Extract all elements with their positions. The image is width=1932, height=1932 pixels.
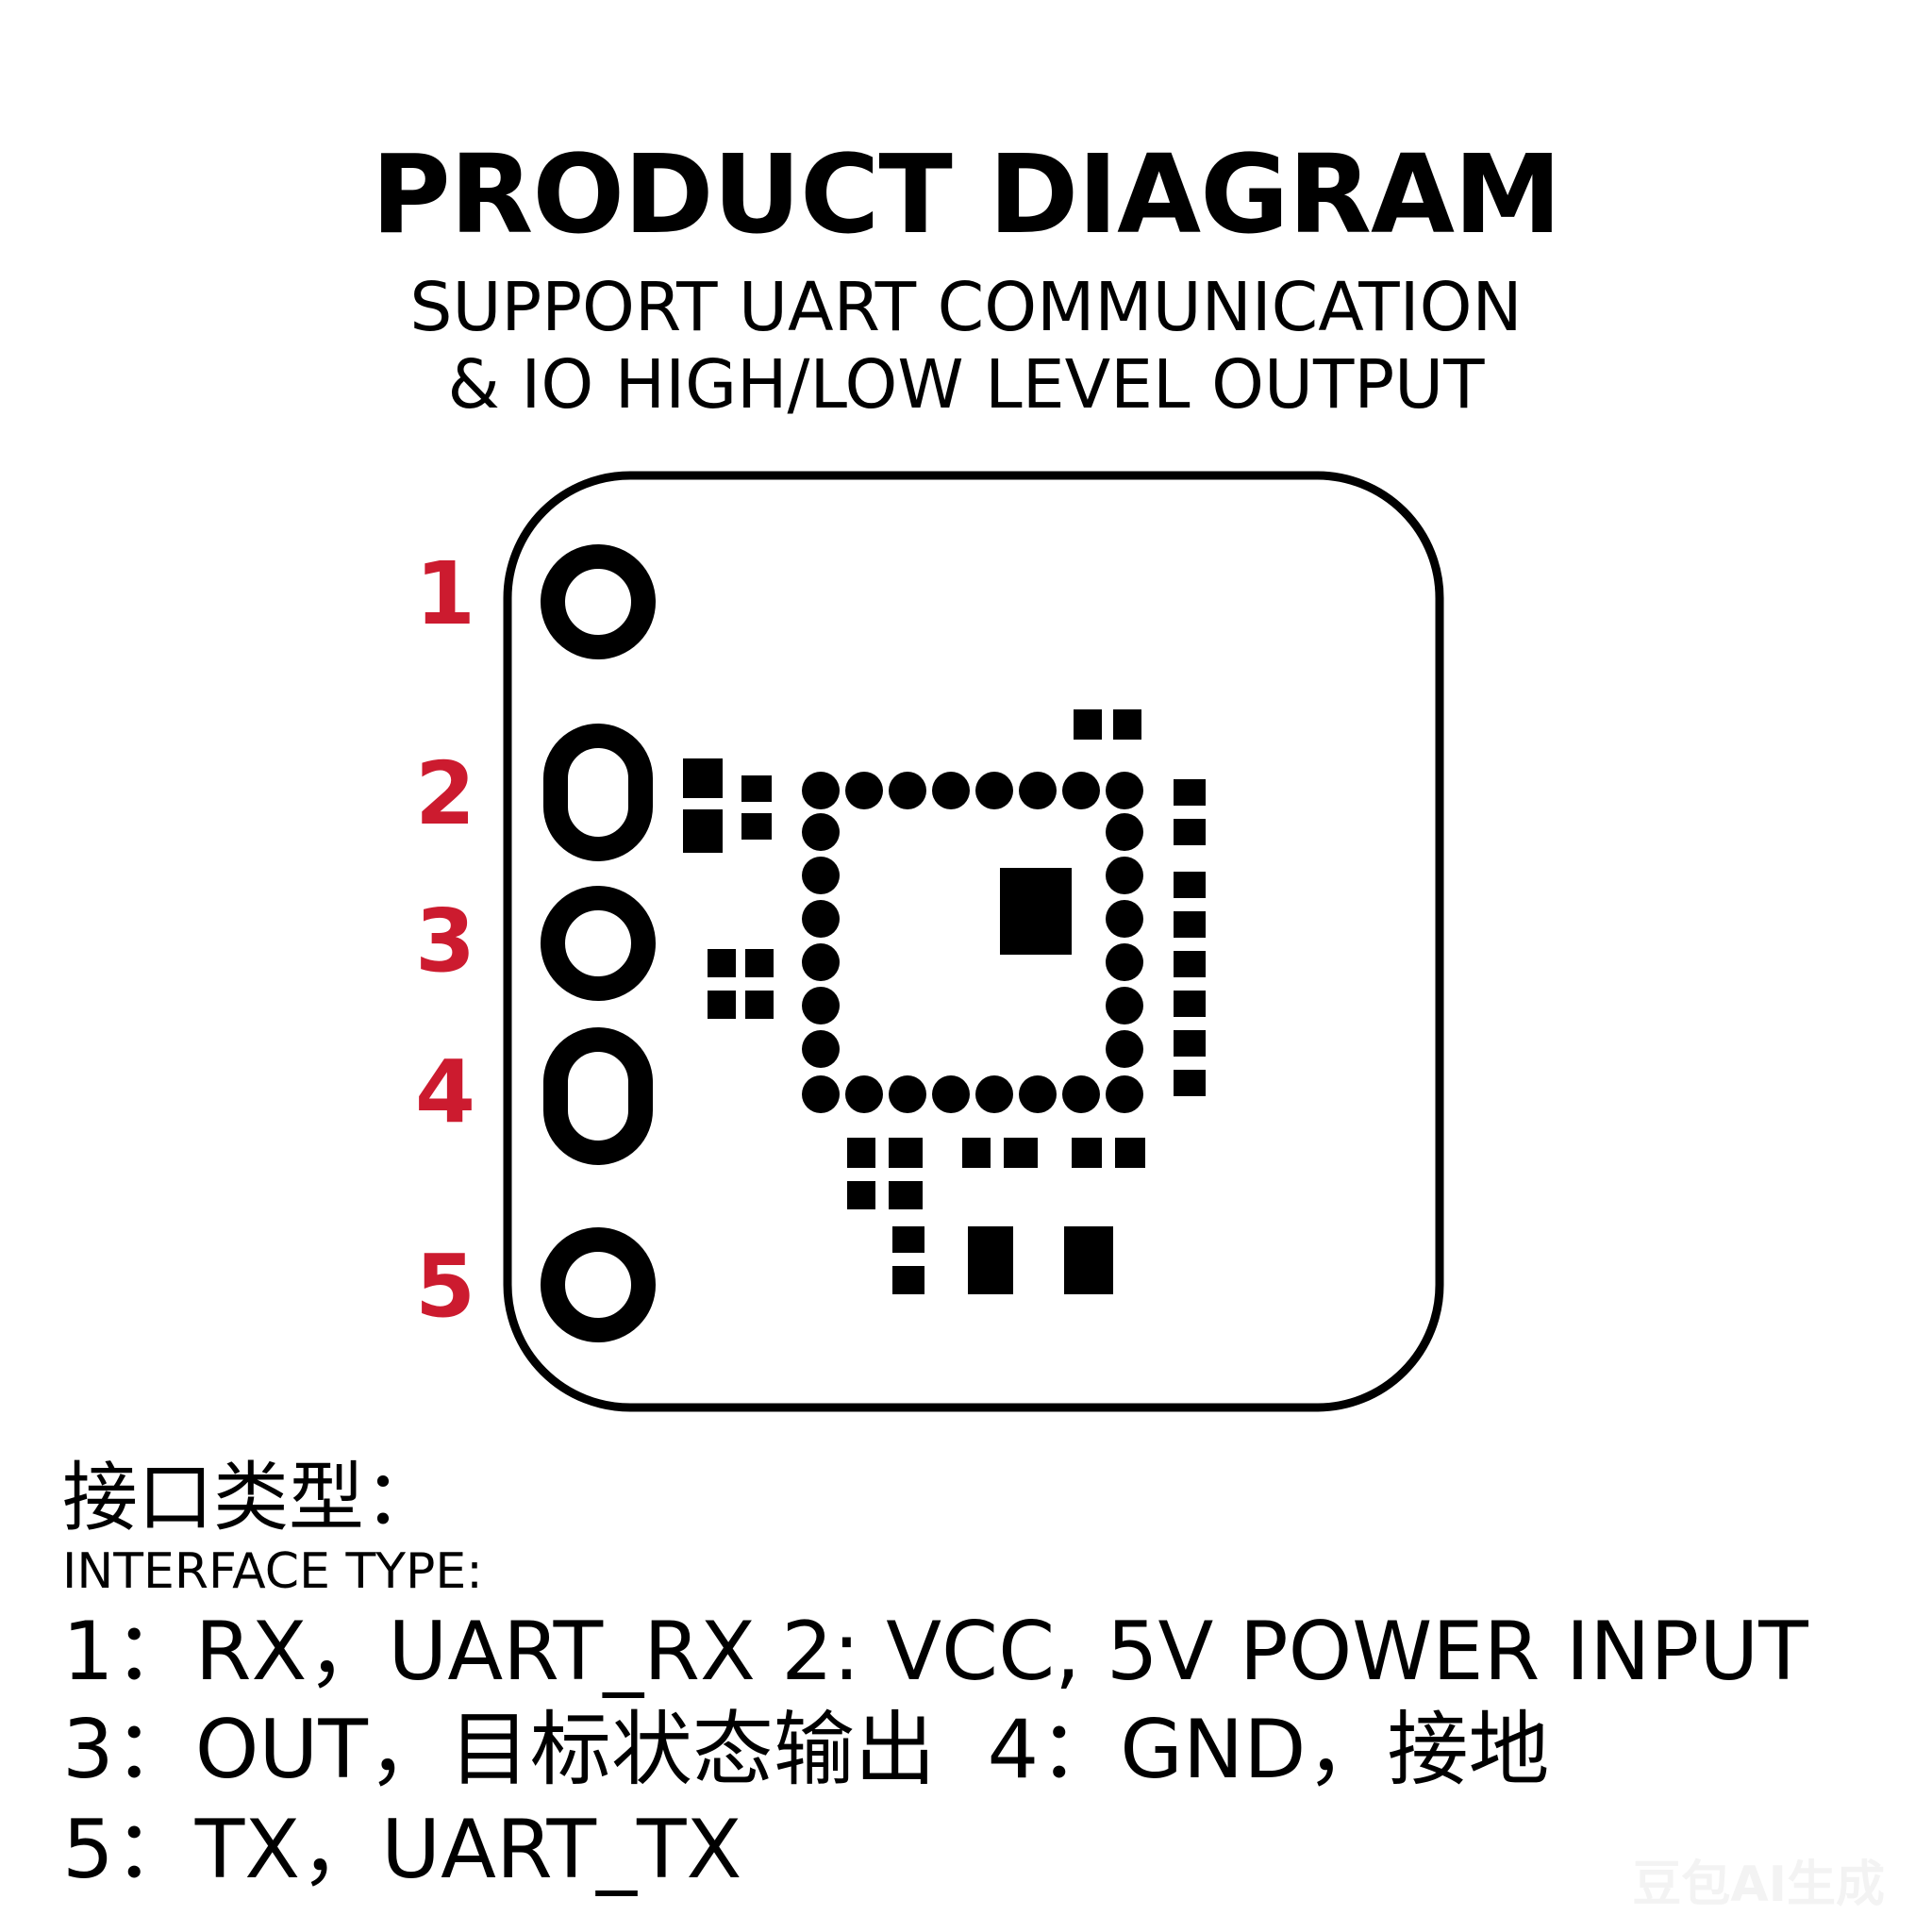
chip-pad — [1062, 1075, 1100, 1113]
pin-label-2: 2 — [414, 743, 475, 844]
pin-pad-1 — [541, 544, 656, 659]
smd-pad — [847, 1138, 875, 1168]
smd-pad — [1074, 709, 1102, 740]
smd-pad — [1115, 1138, 1145, 1168]
chip-pad — [802, 943, 840, 981]
pin-pad-2 — [543, 724, 653, 861]
chip-pad — [1019, 1075, 1057, 1113]
chip-pad — [845, 1075, 883, 1113]
chip-pad — [802, 1075, 840, 1113]
smd-pad — [1174, 911, 1206, 938]
pin-label-5: 5 — [414, 1236, 475, 1337]
smd-pad — [1004, 1138, 1038, 1168]
page-subtitle-line1: SUPPORT UART COMMUNICATION — [409, 268, 1523, 346]
pin-pad-5 — [541, 1227, 656, 1342]
page-subtitle-line2: & IO HIGH/LOW LEVEL OUTPUT — [447, 345, 1485, 424]
chip-pad — [1106, 943, 1143, 981]
board-outline — [503, 471, 1444, 1412]
smd-pad — [847, 1181, 875, 1209]
pin-pad-3 — [541, 886, 656, 1001]
interface-line-1: 1：RX，UART_RX 2: VCC, 5V POWER INPUT — [62, 1605, 1808, 1699]
smd-pad — [968, 1226, 1013, 1294]
smd-pad — [745, 991, 774, 1019]
chip-pad — [802, 813, 840, 851]
smd-pad — [1072, 1138, 1102, 1168]
chip-pad — [1106, 772, 1143, 809]
chip-pad — [975, 1075, 1013, 1113]
smd-pad — [1174, 819, 1206, 845]
watermark: 豆包AI生成 — [1632, 1857, 1885, 1913]
chip-pad — [975, 772, 1013, 809]
smd-pad — [741, 775, 772, 802]
smd-pad — [1174, 1070, 1206, 1096]
chip-footprint — [802, 772, 1143, 1113]
chip-pad — [845, 772, 883, 809]
smd-pad — [1174, 872, 1206, 898]
chip-pad — [802, 900, 840, 938]
chip-pad — [1019, 772, 1057, 809]
interface-heading-en: INTERFACE TYPE: — [62, 1543, 483, 1600]
pin-pad-4 — [543, 1027, 653, 1165]
chip-pad — [932, 1075, 970, 1113]
smd-pad — [708, 949, 736, 977]
chip-pad — [1106, 987, 1143, 1024]
chip-pad — [802, 772, 840, 809]
smd-pad — [889, 1181, 923, 1209]
chip-pad — [1106, 1075, 1143, 1113]
smd-pad — [889, 1138, 923, 1168]
chip-pad — [932, 772, 970, 809]
interface-line-2: 3：OUT，目标状态输出 4：GND，接地 — [62, 1703, 1550, 1797]
smd-pad — [1174, 991, 1206, 1017]
chip-pad — [1062, 772, 1100, 809]
smd-pad — [683, 809, 723, 853]
pin-label-1: 1 — [414, 543, 475, 644]
smd-pad — [1174, 779, 1206, 806]
chip-pad — [802, 987, 840, 1024]
chip-pad — [802, 1030, 840, 1068]
page-title: PRODUCT DIAGRAM — [371, 132, 1562, 258]
chip-pad — [1106, 1030, 1143, 1068]
smd-pad — [683, 758, 723, 798]
interface-line-3: 5：TX，UART_TX — [62, 1803, 742, 1897]
chip-pad — [802, 857, 840, 894]
chip-pad — [889, 1075, 926, 1113]
smd-pad — [892, 1226, 924, 1253]
pin-label-3: 3 — [414, 891, 475, 991]
chip-pad — [889, 772, 926, 809]
pin-label-4: 4 — [414, 1041, 475, 1142]
chip-pad — [1106, 900, 1143, 938]
smd-pad — [745, 949, 774, 977]
interface-heading-cn: 接口类型： — [62, 1454, 440, 1541]
smd-components — [683, 709, 1206, 1294]
smd-pad — [708, 991, 736, 1019]
chip-pad — [1106, 857, 1143, 894]
smd-pad — [892, 1266, 924, 1294]
smd-pad — [1174, 1030, 1206, 1057]
smd-pad — [1064, 1226, 1113, 1294]
smd-pad — [741, 813, 772, 840]
smd-pad — [1113, 709, 1141, 740]
chip-center-pad — [1000, 868, 1072, 955]
smd-pad — [962, 1138, 991, 1168]
chip-pad — [1106, 813, 1143, 851]
smd-pad — [1174, 951, 1206, 977]
